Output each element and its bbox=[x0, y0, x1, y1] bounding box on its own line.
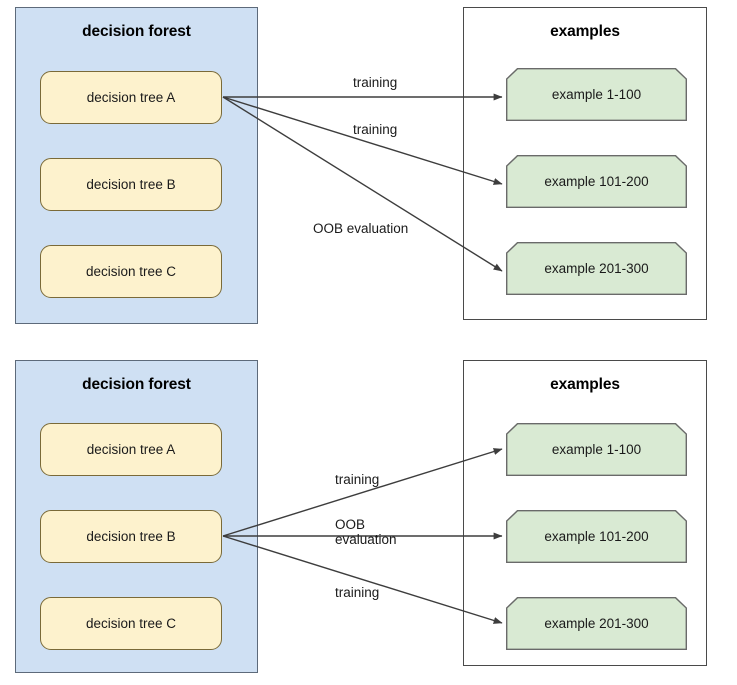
decision-tree-a-box-2[interactable]: decision tree A bbox=[40, 423, 222, 476]
examples-title: examples bbox=[550, 23, 620, 40]
decision-tree-a-box[interactable]: decision tree A bbox=[40, 71, 222, 124]
example-1-100-label-2: example 1-100 bbox=[551, 442, 642, 457]
arrow-tree-b-to-example-201-300 bbox=[222, 535, 503, 624]
decision-tree-b-label: decision tree B bbox=[86, 177, 176, 192]
decision-tree-c-label: decision tree C bbox=[85, 264, 177, 279]
diagram-top: decision forest decision tree A decision… bbox=[15, 7, 707, 324]
decision-forest-title: decision forest bbox=[82, 23, 191, 40]
example-101-200-label: example 101-200 bbox=[544, 174, 649, 189]
edge-label-training-4: training bbox=[335, 585, 380, 600]
example-101-200-outline bbox=[506, 155, 687, 208]
example-201-300-box[interactable]: example 201-300 bbox=[506, 242, 687, 295]
example-1-100-outline-2 bbox=[506, 423, 687, 476]
example-1-100-outline bbox=[506, 68, 687, 121]
decision-tree-b-label-2: decision tree B bbox=[86, 529, 176, 544]
example-101-200-box-2[interactable]: example 101-200 bbox=[506, 510, 687, 563]
example-1-100-box-2[interactable]: example 1-100 bbox=[506, 423, 687, 476]
diagram-bottom: decision forest decision tree A decision… bbox=[0, 345, 737, 685]
arrows-bottom bbox=[222, 423, 687, 650]
example-1-100-label: example 1-100 bbox=[551, 87, 642, 102]
example-201-300-label-2: example 201-300 bbox=[544, 616, 649, 631]
decision-tree-b-box-2[interactable]: decision tree B bbox=[40, 510, 222, 563]
example-1-100-box[interactable]: example 1-100 bbox=[506, 68, 687, 121]
edge-label-oob-line2: evaluation bbox=[335, 532, 397, 548]
examples-title-2: examples bbox=[550, 376, 620, 393]
edge-label-training-2: training bbox=[353, 122, 398, 137]
example-201-300-box-2[interactable]: example 201-300 bbox=[506, 597, 687, 650]
example-201-300-label: example 201-300 bbox=[544, 261, 649, 276]
decision-tree-c-label-2: decision tree C bbox=[85, 616, 177, 631]
decision-tree-b-box[interactable]: decision tree B bbox=[40, 158, 222, 211]
example-101-200-label-2: example 101-200 bbox=[544, 529, 649, 544]
edge-label-oob-line1: OOB bbox=[335, 517, 366, 532]
decision-tree-a-label: decision tree A bbox=[86, 90, 176, 105]
example-101-200-outline-2 bbox=[506, 510, 687, 563]
edge-label-oob-evaluation: OOB evaluation bbox=[313, 221, 409, 236]
decision-tree-a-label-2: decision tree A bbox=[86, 442, 176, 457]
edge-label-oob-evaluation-2: OOB evaluation bbox=[335, 517, 445, 547]
decision-tree-c-box[interactable]: decision tree C bbox=[40, 245, 222, 298]
arrow-tree-a-to-example-201-300 bbox=[222, 96, 503, 272]
example-201-300-outline bbox=[506, 242, 687, 295]
decision-tree-c-box-2[interactable]: decision tree C bbox=[40, 597, 222, 650]
arrow-tree-a-to-example-101-200 bbox=[222, 96, 503, 185]
edge-label-training-1: training bbox=[353, 75, 398, 90]
example-101-200-box[interactable]: example 101-200 bbox=[506, 155, 687, 208]
example-201-300-outline-2 bbox=[506, 597, 687, 650]
decision-forest-title-2: decision forest bbox=[82, 376, 191, 393]
arrow-tree-b-to-example-1-100 bbox=[222, 448, 503, 537]
arrows-top bbox=[222, 68, 687, 295]
edge-label-training-3: training bbox=[335, 472, 380, 487]
